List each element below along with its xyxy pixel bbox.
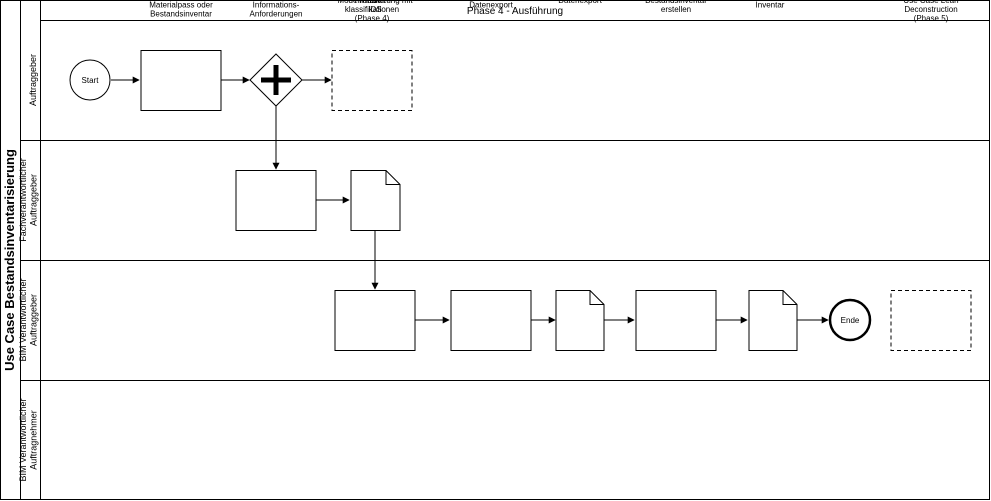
end-label: Ende	[841, 316, 860, 325]
text-line: Fachverantwortlicher	[18, 158, 28, 242]
text-line: Datenexport	[469, 0, 513, 9]
text-line: BIM Verantwortlicher	[18, 398, 28, 481]
text-line: Anforderungen	[250, 10, 303, 19]
document-er[interactable]: ER	[350, 0, 401, 231]
weiternutzung-materialpass-note[interactable]: Weiternutzung desMaterialpass mitProdukt…	[331, 0, 413, 111]
start-label: Start	[82, 76, 100, 85]
document-bestandsinventar-label: Bestands-Inventar	[752, 0, 788, 9]
text-line: Inventar	[756, 0, 785, 9]
task-4-5[interactable]: 4.5Bestandsinventarerstellen	[635, 0, 717, 351]
plus-icon-bar	[261, 77, 291, 83]
text-line: Auftraggeber	[28, 174, 38, 226]
lane-title-bim-auftragnehmer: BIM VerantwortlicherAuftragnehmer	[18, 398, 38, 481]
text-line: klassifikationen	[345, 5, 399, 14]
document-er-label: ER	[369, 0, 380, 5]
lane-title-fachverantwortlicher: FachverantwortlicherAuftraggeber	[18, 158, 38, 242]
text-line: Modellvalidierung mit	[337, 0, 413, 5]
text-line: Auftraggeber	[28, 294, 38, 346]
pool-title: Use Case Bestandsinventarisierung	[2, 149, 17, 371]
task-4-2-label: 4.2Prüfung derInformations-Anforderungen	[250, 0, 303, 19]
text-line: (Phase 5)	[914, 14, 949, 23]
parallel-gateway[interactable]	[249, 53, 303, 107]
lane-title-auftraggeber: Auftraggeber	[28, 54, 38, 106]
text-line: (Phase 4)	[355, 14, 390, 23]
text-line: IDS	[368, 5, 381, 14]
task-4-1-label: 4.1Entscheid:Materialpass oderBestandsin…	[149, 0, 213, 19]
lane-title-bim-auftraggeber: BIM VerantwortlicherAuftraggeber	[18, 278, 38, 361]
text-line: Auftraggeber	[28, 54, 38, 106]
start-event[interactable]: Start	[69, 59, 111, 101]
phase-header: Phase 4 - Ausführung	[467, 6, 563, 17]
text-line: erstellen	[661, 5, 691, 14]
document-datenexport-label: Datenexport	[558, 0, 602, 5]
task-4-1[interactable]: 4.1Entscheid:Materialpass oderBestandsin…	[140, 0, 222, 111]
text-line: Informations-	[253, 0, 300, 9]
task-4-2[interactable]: 4.2Prüfung derInformations-Anforderungen	[235, 0, 317, 231]
task-4-4[interactable]: 4.4Datenexport	[450, 0, 532, 351]
weiternutzung-lean-note[interactable]: MöglicheWeiternutzung desUse Case LeanDe…	[890, 0, 972, 351]
text-line: Produkte-	[355, 0, 390, 5]
text-line: Datenexport	[558, 0, 602, 5]
text-line: Bestandsinventar	[150, 10, 212, 19]
document-datenexport[interactable]: Datenexport	[555, 0, 605, 351]
document-bestandsinventar[interactable]: Bestands-Inventar	[748, 0, 798, 351]
text-line: Use Case Lean	[903, 0, 958, 5]
text-line: BIM Verantwortlicher	[18, 278, 28, 361]
text-line: Materialpass oder	[149, 0, 213, 9]
weiternutzung-materialpass-label: Weiternutzung desMaterialpass mitProdukt…	[339, 0, 406, 23]
text-line: Auftragnehmer	[28, 410, 38, 470]
end-event[interactable]: Ende	[828, 298, 872, 342]
task-4-5-label: 4.5Bestandsinventarerstellen	[645, 0, 707, 14]
text-line: ER	[369, 0, 380, 5]
text-line: Bestandsinventar	[645, 0, 707, 5]
text-line: Deconstruction	[904, 5, 957, 14]
task-4-4-label: 4.4Datenexport	[469, 0, 513, 9]
weiternutzung-lean-label: MöglicheWeiternutzung desUse Case LeanDe…	[898, 0, 965, 23]
